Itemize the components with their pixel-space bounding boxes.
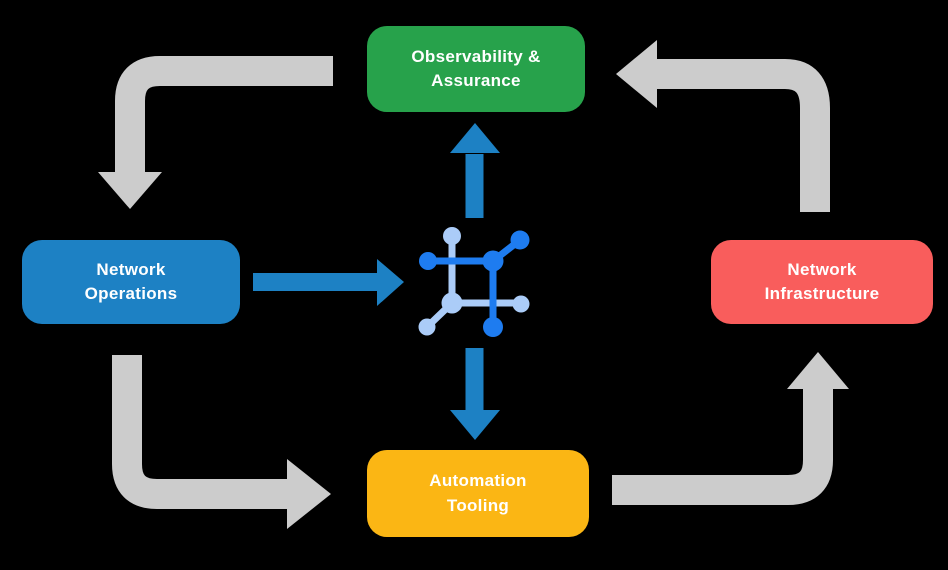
node-network-infrastructure: Network Infrastructure [711,240,933,324]
network-grid-icon-dark-part [419,230,530,337]
arrow-operations-to-automation [112,355,331,529]
arrow-automation-to-infrastructure [612,352,849,505]
node-automation-tooling: Automation Tooling [367,450,589,537]
node-observability-assurance-label: Observability & Assurance [411,46,541,90]
arrow-infrastructure-to-observability [616,40,830,212]
arrow-operations-to-center [253,259,404,306]
node-network-infrastructure-label: Network Infrastructure [764,259,880,303]
arrow-observability-to-operations [98,56,333,209]
node-observability-assurance: Observability & Assurance [367,26,585,112]
arrow-center-to-automation [450,348,500,440]
node-network-operations: Network Operations [22,240,240,324]
network-grid-icon [418,227,530,337]
arrow-center-to-observability [450,123,500,218]
node-network-operations-label: Network Operations [84,259,178,303]
node-automation-tooling-label: Automation Tooling [429,471,527,515]
network-grid-icon-light-part [418,227,530,336]
